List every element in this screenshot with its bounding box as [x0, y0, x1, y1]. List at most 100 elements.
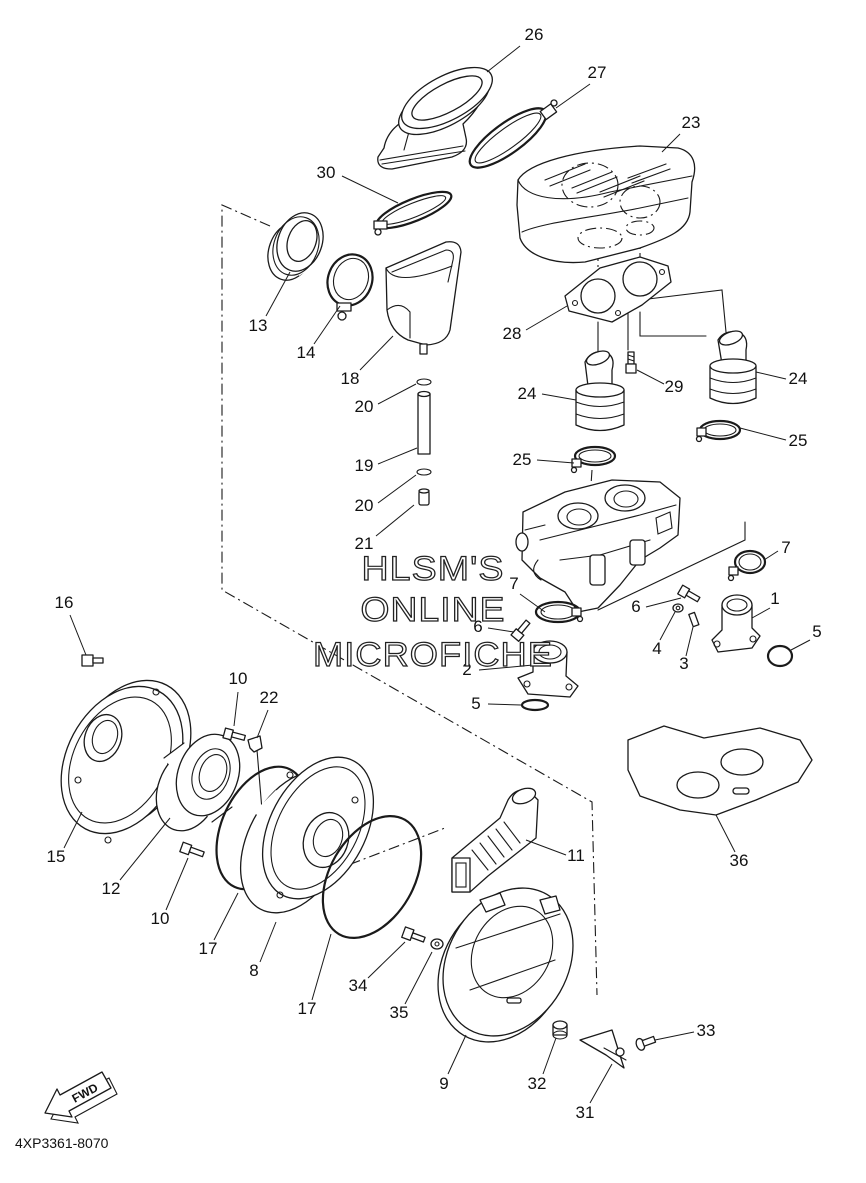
- leader-line-20: [377, 383, 417, 405]
- leader-line-2: [478, 664, 534, 671]
- part-17-right: [321, 815, 423, 939]
- part-5-left: [520, 698, 550, 712]
- carburetor-assembly: [515, 479, 681, 613]
- callout-16: 16: [55, 593, 74, 612]
- callout-6: 6: [631, 597, 640, 616]
- part-25-left: [570, 445, 617, 474]
- watermark-line-2: ONLINE: [361, 591, 506, 629]
- part-26: [377, 66, 493, 170]
- callout-35: 35: [390, 1003, 409, 1022]
- watermark-line-1: HLSM'S: [362, 550, 505, 588]
- leader-line-19: [377, 447, 418, 465]
- leader-line-4: [659, 611, 676, 641]
- leader-line-1: [751, 607, 771, 619]
- part-25-right: [695, 419, 742, 443]
- leader-line-30: [341, 175, 399, 204]
- part-20-upper: [416, 378, 432, 386]
- leader-line-17: [213, 892, 239, 941]
- callout-10: 10: [151, 909, 170, 928]
- part-36: [627, 725, 813, 816]
- fwd-arrow-icon: FWD: [44, 1071, 118, 1124]
- callout-5: 5: [812, 622, 821, 641]
- part-29: [625, 351, 637, 374]
- callout-14: 14: [297, 343, 316, 362]
- callout-27: 27: [588, 63, 607, 82]
- callout-26: 26: [525, 25, 544, 44]
- leader-line-7: [763, 550, 779, 561]
- part-3: [688, 611, 700, 628]
- leader-line-6: [645, 597, 682, 608]
- leader-line-25: [536, 459, 575, 464]
- part-9: [437, 887, 574, 1043]
- callout-24: 24: [518, 384, 537, 403]
- part-21: [418, 488, 430, 506]
- part-7-left: [534, 600, 584, 624]
- leader-line-6: [487, 627, 515, 633]
- callout-25: 25: [513, 450, 532, 469]
- part-11: [451, 787, 539, 893]
- callout-5: 5: [471, 694, 480, 713]
- callout-24: 24: [789, 369, 808, 388]
- callout-7: 7: [509, 574, 518, 593]
- part-23: [516, 145, 696, 264]
- part-16: [81, 654, 104, 667]
- leader-line-26: [486, 45, 521, 73]
- leader-line-22: [256, 709, 269, 739]
- callout-15: 15: [47, 847, 66, 866]
- leader-line-15: [63, 811, 83, 849]
- leader-line-32: [542, 1037, 557, 1075]
- part-28: [564, 256, 672, 323]
- leader-line-8: [259, 921, 277, 963]
- callout-22: 22: [260, 688, 279, 707]
- callout-31: 31: [576, 1103, 595, 1122]
- part-4: [672, 603, 684, 613]
- callout-33: 33: [697, 1021, 716, 1040]
- leader-line-17: [311, 933, 332, 1001]
- part-27: [468, 99, 558, 169]
- part-35: [430, 938, 444, 950]
- callout-12: 12: [102, 879, 121, 898]
- reference-lines: [221, 204, 746, 996]
- part-20-lower: [416, 468, 432, 476]
- callout-11: 11: [567, 846, 585, 865]
- leader-line-31: [589, 1063, 613, 1104]
- leader-line-11: [525, 839, 567, 856]
- leader-line-23: [661, 133, 681, 153]
- leader-line-3: [685, 626, 694, 657]
- callout-1: 1: [770, 589, 779, 608]
- callout-32: 32: [528, 1074, 547, 1093]
- callout-30: 30: [317, 163, 336, 182]
- leader-line-5: [790, 639, 811, 651]
- part-18: [385, 241, 462, 355]
- leader-line-20: [377, 474, 417, 504]
- callout-20: 20: [355, 496, 374, 515]
- leader-line-10: [165, 857, 189, 911]
- callout-17: 17: [199, 939, 218, 958]
- leader-line-13: [265, 271, 291, 317]
- leader-line-10: [233, 691, 239, 727]
- part-6-right: [677, 584, 701, 603]
- part-code: 4XP3361-8070: [15, 1135, 109, 1151]
- leader-line-5: [487, 703, 522, 706]
- leader-line-24: [755, 371, 787, 380]
- callout-9: 9: [439, 1074, 448, 1093]
- part-14: [326, 253, 374, 321]
- callout-17: 17: [298, 999, 317, 1018]
- leader-line-24: [541, 393, 577, 401]
- watermark: HLSM'S ONLINE MICROFICHE: [312, 549, 552, 674]
- leader-line-36: [715, 814, 736, 853]
- leader-line-18: [359, 335, 394, 371]
- callout-36: 36: [730, 851, 749, 870]
- leader-line-25: [739, 427, 787, 441]
- leader-line-16: [69, 614, 87, 656]
- part-10-lower: [179, 841, 205, 858]
- part-22: [247, 735, 263, 753]
- callout-18: 18: [341, 369, 360, 388]
- part-33: [635, 1035, 657, 1051]
- part-34: [401, 926, 426, 943]
- leader-line-7: [519, 593, 546, 613]
- leader-line-27: [555, 83, 591, 109]
- leader-line-12: [119, 817, 171, 881]
- leader-line-33: [654, 1031, 695, 1041]
